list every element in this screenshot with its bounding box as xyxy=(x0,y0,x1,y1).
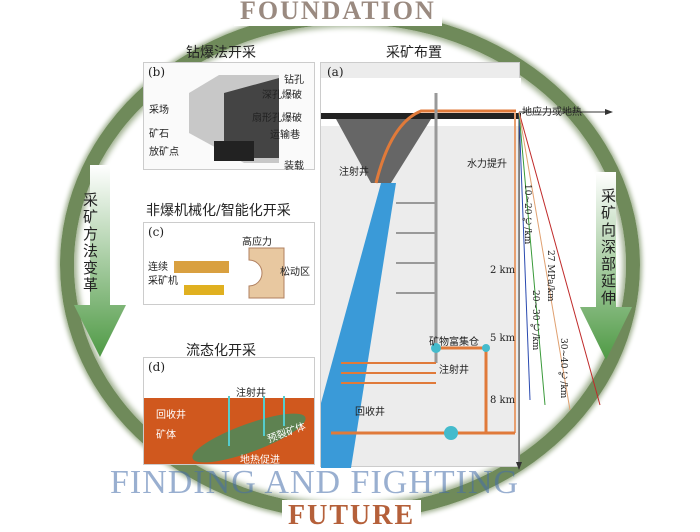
label: 采矿机 xyxy=(148,276,178,287)
label: 注射井 xyxy=(339,167,369,178)
right-down-arrow-icon xyxy=(580,172,632,360)
depth-5km: 5 km xyxy=(490,333,516,344)
panel-d-tag: (d) xyxy=(148,360,166,374)
label: 矿石 xyxy=(149,129,169,140)
label: 运输巷 xyxy=(270,130,300,141)
label: 装载 xyxy=(284,161,304,172)
label: 连续 xyxy=(148,262,168,273)
label: 水力提升 xyxy=(467,159,507,170)
label: 矿体 xyxy=(156,430,176,441)
depth-8km: 8 km xyxy=(490,395,516,406)
panel-d: (d) 注射井 回收井 矿体 预裂矿体 地热促进 xyxy=(143,357,315,466)
panel-a-title: 采矿布置 xyxy=(386,45,442,61)
label: 扇形孔爆破 xyxy=(252,113,302,124)
deep-extension-label: 采矿向深部延伸 xyxy=(599,188,617,307)
gradient-label: 30~40 ℃/km xyxy=(558,338,568,399)
label: 钻孔 xyxy=(284,75,304,86)
label: 回收井 xyxy=(355,407,385,418)
depth-2km: 2 km xyxy=(490,265,516,276)
label: 采场 xyxy=(149,105,169,116)
panel-b-title: 钻爆法开采 xyxy=(186,45,256,61)
label: 回收井 xyxy=(156,410,186,421)
panel-b: (b) 钻孔 深孔爆破 扇形孔爆破 运输巷 装载 采场 矿石 放矿点 xyxy=(143,62,315,172)
stope-block-illustration xyxy=(189,75,279,163)
method-change-label: 采矿方法变革 xyxy=(81,192,99,294)
panel-c-title: 非爆机械化/智能化开采 xyxy=(146,203,291,219)
gradient-label: 10~20 ℃/km xyxy=(522,184,532,245)
panel-c: (c) 高应力 连续 采矿机 松动区 xyxy=(143,222,315,305)
panel-b-tag: (b) xyxy=(148,65,166,79)
depth-axis-and-gradients xyxy=(516,109,613,470)
ore-body-illustration xyxy=(192,396,306,463)
panel-a: (a) 注射井 水力提升 矿物富集仓 注射井 回收井 xyxy=(320,62,521,468)
label: 松动区 xyxy=(280,267,310,278)
label: 高应力 xyxy=(242,237,272,248)
label: 深孔爆破 xyxy=(262,90,302,101)
future-heading: FUTURE xyxy=(282,500,422,532)
mine-layout-illustration xyxy=(321,78,521,468)
label: 注射井 xyxy=(236,388,266,399)
mining-machine-illustration xyxy=(174,247,285,299)
foundation-heading: FOUNDATION xyxy=(234,0,442,26)
gradient-label: 20~30 ℃/km xyxy=(530,290,540,351)
label: 地热促进 xyxy=(240,455,280,466)
panel-d-title: 流态化开采 xyxy=(186,343,256,359)
finding-and-fighting-watermark: FINDING AND FIGHTING xyxy=(110,464,520,501)
label: 放矿点 xyxy=(149,147,179,158)
label: 注射井 xyxy=(439,365,469,376)
gradient-label: 27 MPa/km xyxy=(545,250,555,302)
left-down-arrow-icon xyxy=(74,165,126,357)
label: 矿物富集仓 xyxy=(429,337,479,348)
panel-a-tag: (a) xyxy=(327,65,344,79)
panel-c-tag: (c) xyxy=(148,225,165,239)
